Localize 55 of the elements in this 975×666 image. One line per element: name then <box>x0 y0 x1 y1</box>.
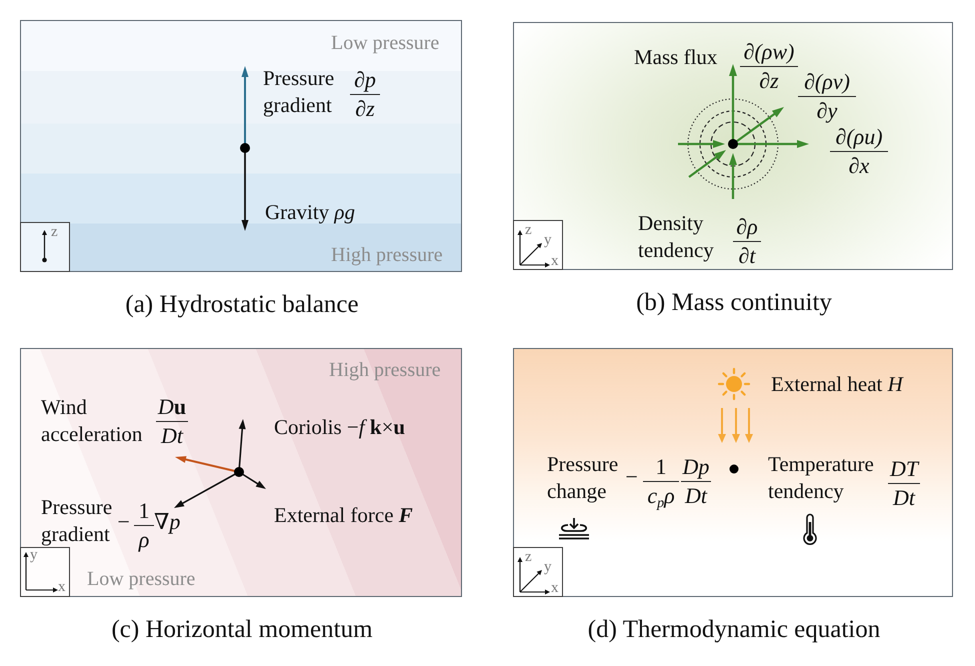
formula-denominator: Dt <box>888 483 920 510</box>
formula-denominator: ρ <box>134 525 154 552</box>
formula-numerator: ∂(ρv) <box>804 70 850 94</box>
axis-label: x <box>58 580 66 595</box>
formula-numerator: ∂p <box>354 68 376 92</box>
term-label: Gravity ρg <box>265 199 355 226</box>
formula-numerator: 1 <box>138 499 150 523</box>
axis-label: x <box>551 581 558 596</box>
formula-numerator: Dp <box>682 455 710 479</box>
formula-numerator: DT <box>890 457 918 481</box>
formula-denominator: c$_{p}$ρ <box>643 481 679 512</box>
term-label: Pressure change <box>547 451 618 505</box>
region-label: Low pressure <box>87 567 196 592</box>
term-label: Coriolis −f k×u <box>274 414 406 441</box>
formula-numerator: ∂ρ <box>736 215 758 239</box>
panel-caption: (b) Mass continuity <box>636 289 832 317</box>
panel-caption: (c) Horizontal momentum <box>111 616 373 644</box>
axis-label: z <box>51 225 58 240</box>
formula-denominator: Dt <box>681 481 711 508</box>
formula-denominator: ∂t <box>733 241 761 268</box>
term-label: Temperature tendency <box>768 451 874 505</box>
formula-denominator: Dt <box>156 421 188 448</box>
term-label: Density tendency <box>638 210 714 264</box>
term-label: Pressure gradient <box>41 494 112 548</box>
region-label: Low pressure <box>331 31 440 56</box>
formula-numerator: 1 <box>656 455 666 479</box>
axes-inset <box>20 547 70 597</box>
panel-caption: (d) Thermodynamic equation <box>588 616 880 644</box>
axis-label: y <box>30 548 38 563</box>
formula-numerator: ∂(ρw) <box>744 40 794 64</box>
term-label: Mass flux <box>634 44 718 71</box>
region-label: High pressure <box>329 358 441 383</box>
formula: − <box>116 508 131 535</box>
term-label: Wind acceleration <box>41 394 142 448</box>
formula-numerator: Du <box>158 395 186 419</box>
axis-label: z <box>525 550 532 565</box>
panel-caption: (a) Hydrostatic balance <box>125 291 359 319</box>
axes-inset <box>513 547 563 597</box>
axes-inset <box>20 222 70 272</box>
axes-inset <box>513 220 563 270</box>
region-label: High pressure <box>331 243 443 268</box>
formula-numerator: ∂(ρu) <box>835 125 883 149</box>
axis-label: y <box>544 233 552 248</box>
term-label: External heat H <box>771 371 903 398</box>
formula-denominator: ∂x <box>830 151 888 178</box>
axis-label: z <box>525 223 532 238</box>
term-label: External force F <box>274 502 413 529</box>
formula-denominator: ∂z <box>740 66 798 93</box>
formula-denominator: ∂y <box>798 96 856 123</box>
formula: − <box>624 463 639 490</box>
term-label: Pressure gradient <box>263 65 334 119</box>
formula: ∇p <box>154 508 180 535</box>
axis-label: x <box>551 254 558 269</box>
axis-label: y <box>544 560 552 575</box>
formula-denominator: ∂z <box>350 94 380 121</box>
